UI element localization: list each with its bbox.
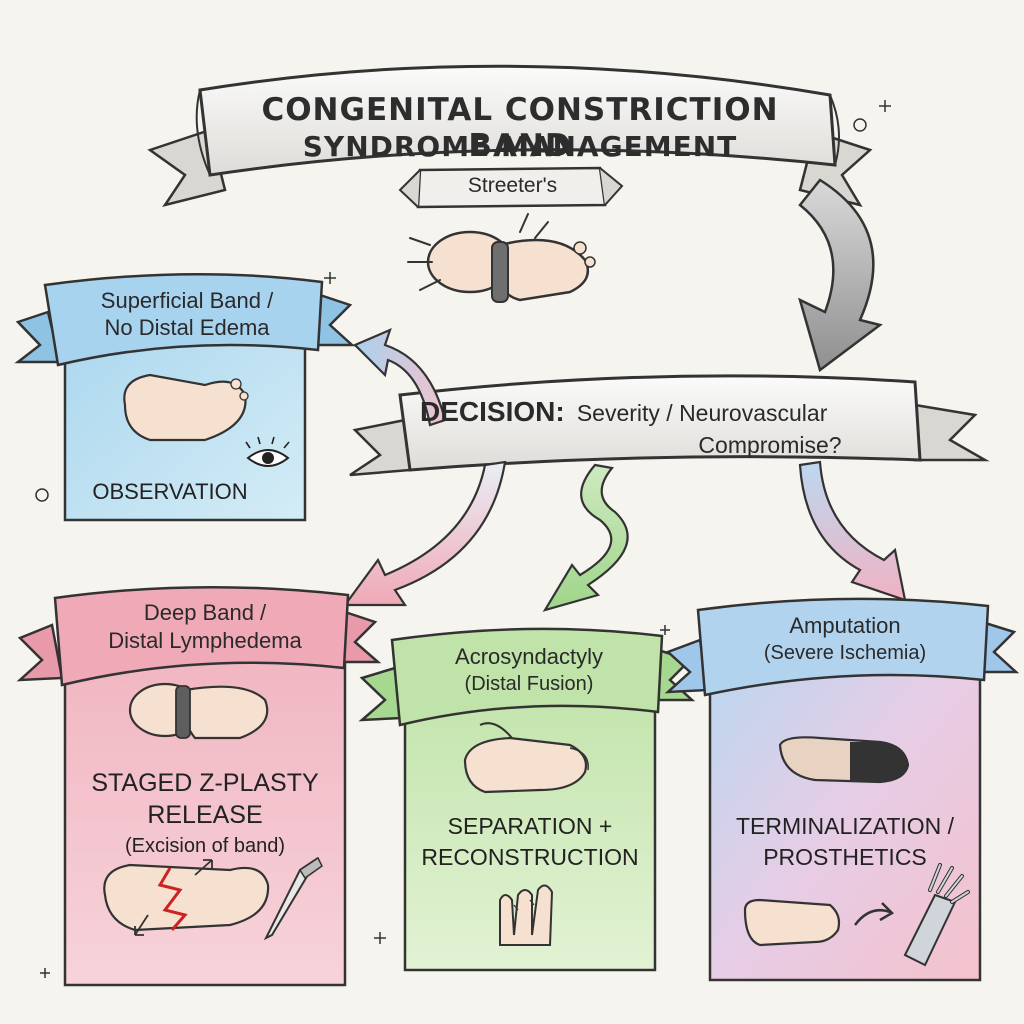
title-scroll <box>147 64 873 209</box>
deep-note: (Excision of band) <box>124 835 286 857</box>
arrow-to-amputation <box>798 460 907 602</box>
arrow-to-superficial <box>353 328 447 427</box>
amputation-action-1: TERMINALIZATION / <box>735 813 955 839</box>
arrow-to-decision <box>798 178 883 373</box>
acro-action-2: RECONSTRUCTION <box>421 844 639 870</box>
arrow-to-acrosyndactyly <box>542 463 629 612</box>
eye-icon <box>245 436 290 467</box>
decision-label-wrap: DECISION: Severity / Neurovascular <box>410 395 910 429</box>
decision-text-1: Severity / Neurovascular <box>576 400 828 426</box>
arrow-right-icon <box>854 902 895 926</box>
edematous-foot-illustration <box>128 682 269 740</box>
amputation-action-2: PROSTHETICS <box>763 844 927 870</box>
ischemic-foot-illustration <box>778 736 910 784</box>
decorative-sparkles <box>35 100 891 978</box>
foot-with-band-illustration <box>407 213 596 303</box>
fused-hand-illustration <box>463 722 589 794</box>
acro-banner-1: Acrosyndactyly <box>455 644 603 669</box>
decision-label: DECISION: <box>420 396 565 427</box>
deep-action-2: RELEASE <box>147 801 263 829</box>
arrow-to-deep <box>342 460 507 607</box>
deep-action-1: STAGED Z-PLASTY <box>91 769 319 797</box>
decision-text-2: Compromise? <box>698 432 842 458</box>
deep-banner-2: Distal Lymphedema <box>108 628 302 653</box>
superficial-banner-1: Superficial Band / <box>100 288 274 313</box>
z-plasty-foot-illustration <box>103 859 270 936</box>
amputation-banner-2: (Severe Ischemia) <box>763 642 927 664</box>
normal-foot-illustration <box>123 373 249 442</box>
acro-banner-2: (Distal Fusion) <box>464 673 594 695</box>
superficial-banner-2: No Distal Edema <box>104 315 270 340</box>
superficial-action: OBSERVATION <box>92 479 248 504</box>
acro-action-1: SEPARATION + <box>447 813 613 839</box>
decision-scroll <box>349 374 990 477</box>
amputation-banner-1: Amputation <box>789 613 901 638</box>
separated-fingers-illustration <box>499 884 554 946</box>
title-subtitle: Streeter's <box>467 174 558 197</box>
amputation-panel <box>664 597 1020 982</box>
superficial-panel <box>14 272 356 522</box>
prosthetic-hand-icon <box>903 863 970 967</box>
deep-panel <box>16 585 382 987</box>
deep-banner-1: Deep Band / <box>143 600 267 625</box>
residual-limb-illustration <box>743 898 841 947</box>
acrosyndactyly-panel <box>358 627 696 972</box>
title-line-1: CONGENITAL CONSTRICTION BAND <box>261 92 779 164</box>
scalpel-icon <box>263 856 323 941</box>
title-line-2: SYNDROME MANAGEMENT <box>302 130 738 163</box>
